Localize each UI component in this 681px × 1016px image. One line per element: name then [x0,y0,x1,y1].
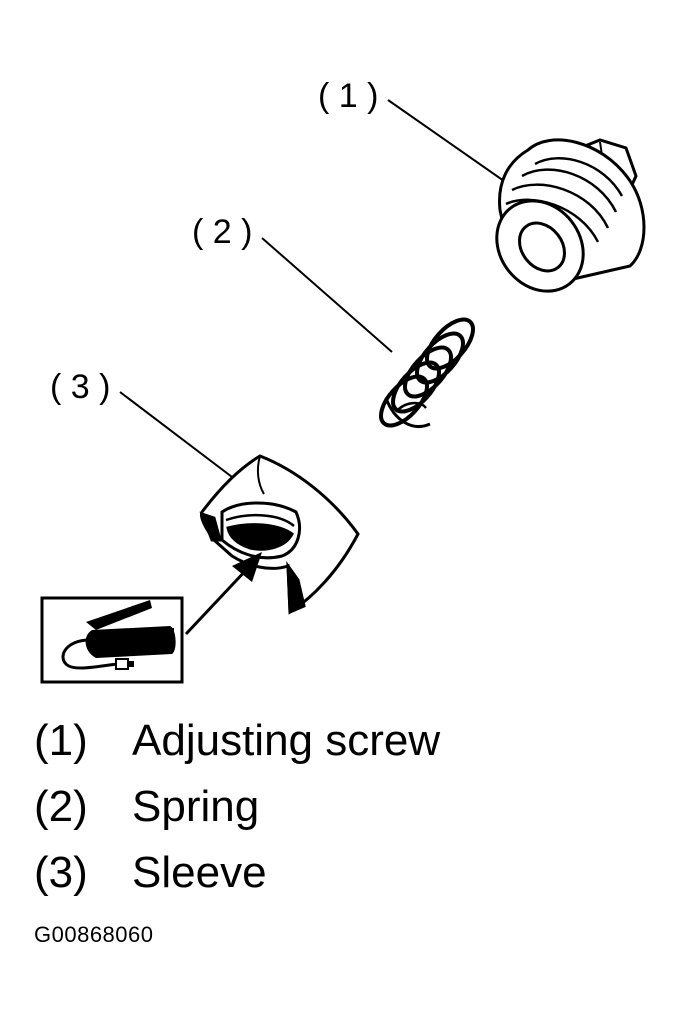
legend-item-sleeve: (3) Sleeve [34,840,654,906]
leader-line-3 [119,391,237,481]
callout-2: ( 2 ) [192,213,252,251]
legend-label: Sleeve [132,848,267,897]
legend-label: Adjusting screw [132,716,441,765]
callout-1: ( 1 ) [318,77,378,115]
legend-label: Spring [132,782,260,831]
legend-number: (3) [34,848,88,897]
application-arrow [184,552,262,636]
callout-3: ( 3 ) [50,368,110,406]
figure-id: G00868060 [34,922,154,947]
legend-item-adjusting-screw: (1) Adjusting screw [34,708,654,774]
legend-number: (1) [34,716,88,765]
adjusting-screw [495,138,646,293]
legend-item-spring: (2) Spring [34,774,654,840]
exploded-parts-diagram: ( 1 ) ( 2 ) ( 3 ) [40,77,646,684]
sleeve [199,454,360,615]
legend-number: (2) [34,782,88,831]
leader-line-2 [261,237,393,353]
parts-legend: (1) Adjusting screw (2) Spring (3) Sleev… [34,708,654,906]
grease-gun-icon [40,596,184,684]
spring [379,317,475,428]
leader-line-1 [387,99,515,189]
